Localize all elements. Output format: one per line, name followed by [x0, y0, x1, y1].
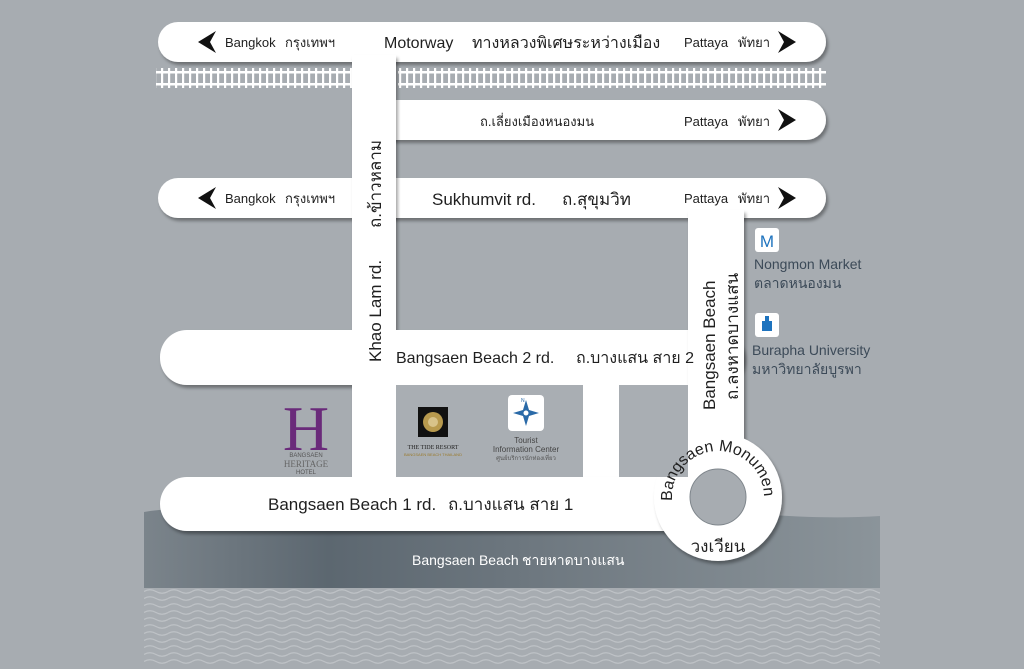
beach-name-th: ชายหาดบางแสน	[522, 552, 625, 568]
khao-lam-name-th: ถ.ข้าวหลาม	[366, 140, 385, 228]
market-icon-letter: M	[760, 232, 774, 251]
poi-heritage-hotel[interactable]: H BANGSAEN HERITAGE HOTEL	[283, 393, 329, 476]
sukhumvit-name-th: ถ.สุขุมวิท	[562, 190, 631, 210]
sukhumvit-left-en: Bangkok	[225, 191, 276, 206]
market-name-th: ตลาดหนองมน	[754, 275, 842, 291]
university-name-en: Burapha University	[752, 342, 870, 358]
motorway-left-th: กรุงเทพฯ	[285, 35, 335, 51]
long-hat-labels: Bangsaen Beach ถ.ลงหาดบางแสน	[700, 273, 742, 410]
arrow-left-icon	[198, 31, 216, 53]
road-motorway	[158, 22, 826, 62]
road-beach2	[160, 330, 744, 385]
long-hat-name-en: Bangsaen Beach	[700, 281, 719, 411]
poi-tide-resort[interactable]: THE TIDE RESORT BANGSAEN BEACH THAILAND	[404, 407, 462, 457]
sukhumvit-right-en: Pattaya	[684, 191, 729, 206]
khao-lam-labels: Khao Lam rd. ถ.ข้าวหลาม	[366, 140, 385, 362]
road-bypass	[352, 100, 826, 140]
poi-tourist-info[interactable]: N Tourist Information Center ศูนย์บริการ…	[493, 395, 560, 462]
railway	[156, 68, 826, 88]
bypass-name-th: ถ.เลี่ยงเมืองหนองมน	[480, 113, 594, 129]
heritage-line2: HERITAGE	[284, 459, 329, 469]
poi-university[interactable]: Burapha University มหาวิทยาลัยบูรพา	[752, 313, 870, 378]
sukhumvit-right-th: พัทยา	[738, 191, 770, 206]
sukhumvit-name-en: Sukhumvit rd.	[432, 190, 536, 209]
arrow-right-icon	[778, 109, 796, 131]
road-beach1	[160, 477, 720, 531]
beach2-labels: Bangsaen Beach 2 rd. ถ.บางแสน สาย 2	[396, 350, 694, 367]
tide-line1: THE TIDE RESORT	[408, 445, 459, 451]
sukhumvit-labels: Bangkok กรุงเทพฯ Sukhumvit rd. ถ.สุขุมวิ…	[198, 187, 796, 210]
road-connector	[583, 380, 619, 490]
tourist-line1: Tourist	[514, 436, 538, 445]
beach2-name-th: ถ.บางแสน สาย 2	[576, 350, 694, 367]
motorway-labels: Bangkok กรุงเทพฯ Motorway ทางหลวงพิเศษระ…	[198, 31, 796, 53]
tourist-line3: ศูนย์บริการนักท่องเที่ยว	[496, 454, 556, 462]
heritage-line3: HOTEL	[296, 470, 317, 476]
motorway-right-th: พัทยา	[738, 35, 770, 50]
motorway-left-en: Bangkok	[225, 35, 276, 50]
beach1-name-en: Bangsaen Beach 1 rd.	[268, 495, 436, 514]
market-icon	[755, 228, 779, 252]
tourist-line2: Information Center	[493, 445, 560, 454]
khao-lam-name-en: Khao Lam rd.	[366, 260, 385, 362]
university-name-th: มหาวิทยาลัยบูรพา	[752, 361, 862, 378]
compass-letter: N	[521, 398, 525, 404]
market-name-en: Nongmon Market	[754, 256, 861, 272]
heritage-logo-icon: H	[283, 393, 329, 464]
monument-name-th: วงเวียน	[691, 537, 746, 556]
heritage-line1: BANGSAEN	[289, 453, 322, 459]
arrow-right-icon	[778, 187, 796, 209]
arrow-left-icon	[198, 187, 216, 209]
bypass-right-th: พัทยา	[738, 114, 770, 129]
long-hat-name-th: ถ.ลงหาดบางแสน	[723, 273, 742, 400]
beach2-name-en: Bangsaen Beach 2 rd.	[396, 350, 554, 367]
tide-line2: BANGSAEN BEACH THAILAND	[404, 452, 462, 457]
sukhumvit-left-th: กรุงเทพฯ	[285, 191, 335, 207]
road-sukhumvit	[158, 178, 826, 218]
motorway-name-en: Motorway	[384, 35, 453, 52]
monument-island	[689, 468, 747, 526]
beach-name-en: Bangsaen Beach	[412, 552, 519, 568]
arrow-right-icon	[778, 31, 796, 53]
road-network	[158, 22, 826, 561]
motorway-name-th: ทางหลวงพิเศษระหว่างเมือง	[472, 34, 660, 52]
beach1-name-th: ถ.บางแสน สาย 1	[448, 495, 573, 514]
poi-market[interactable]: M Nongmon Market ตลาดหนองมน	[754, 228, 861, 291]
bypass-labels: ถ.เลี่ยงเมืองหนองมน Pattaya พัทยา	[480, 109, 796, 131]
bypass-right-en: Pattaya	[684, 114, 729, 129]
motorway-right-en: Pattaya	[684, 35, 729, 50]
beach1-labels: Bangsaen Beach 1 rd. ถ.บางแสน สาย 1	[268, 495, 573, 514]
beach-labels: Bangsaen Beach ชายหาดบางแสน	[412, 552, 625, 568]
